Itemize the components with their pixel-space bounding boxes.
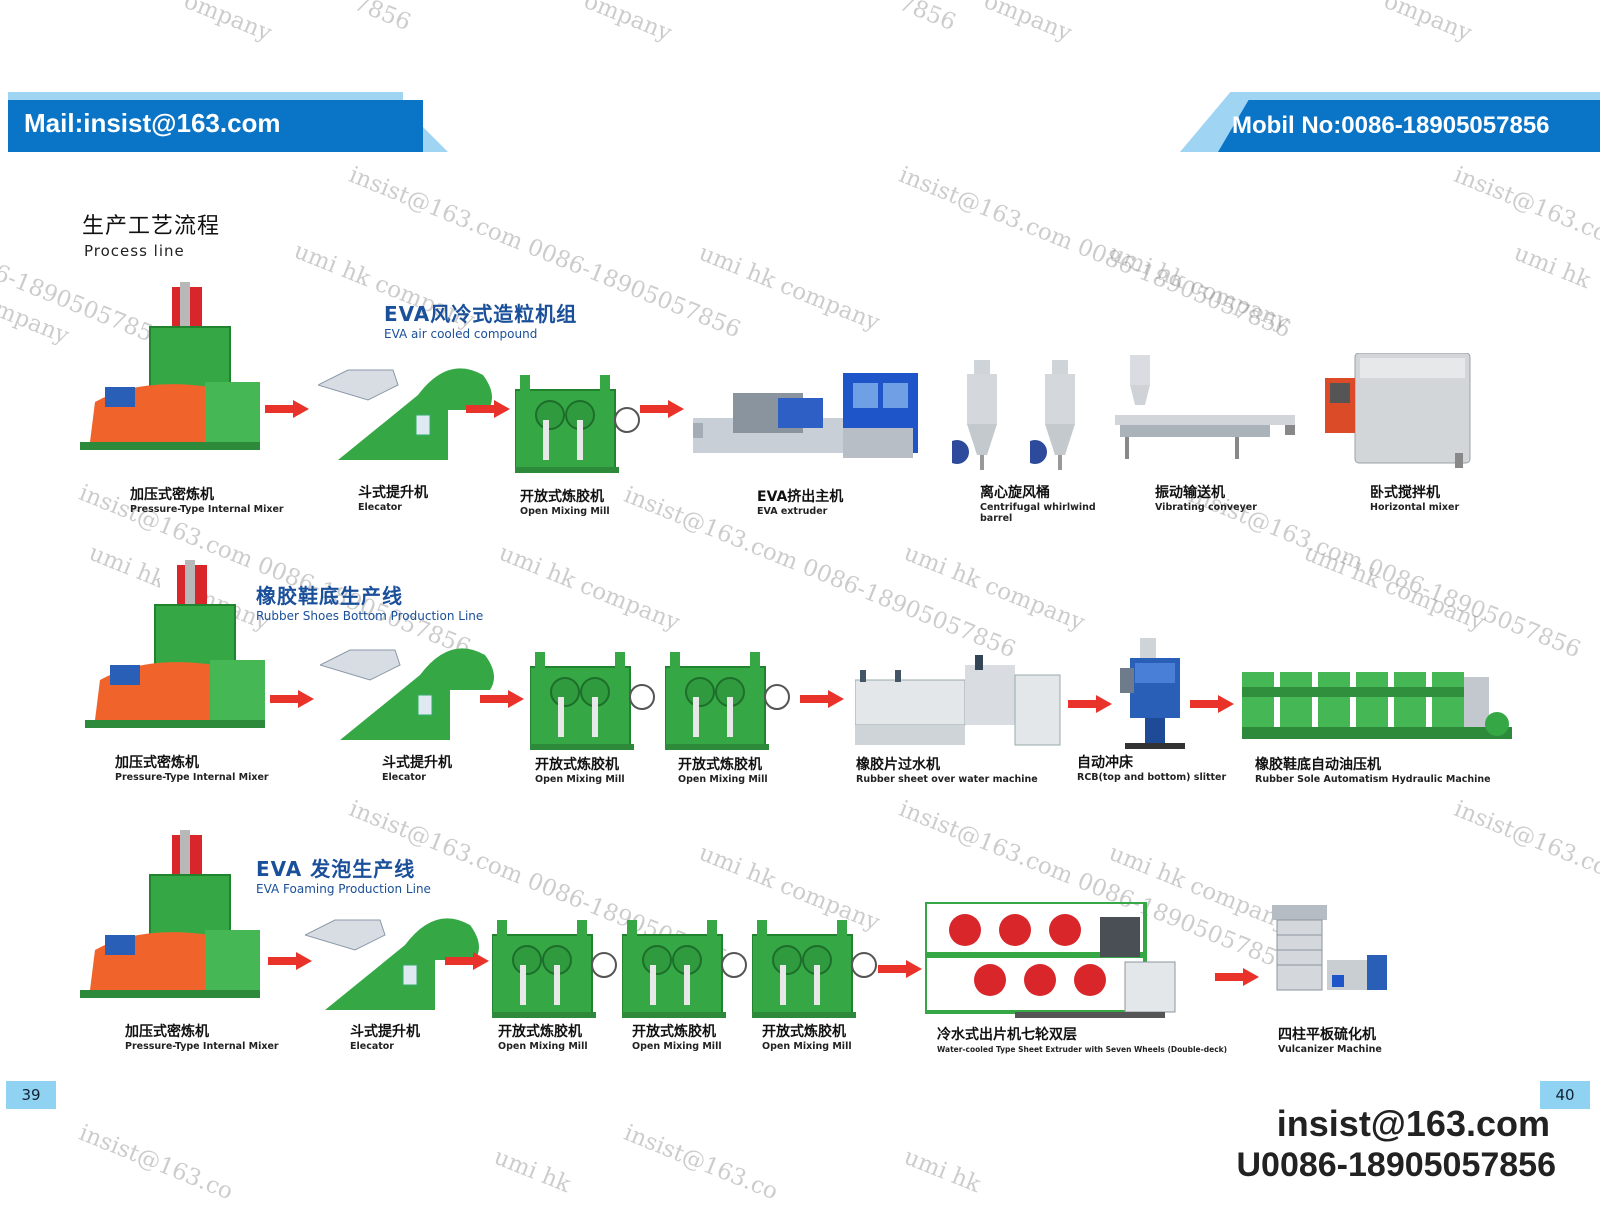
flow-arrow-icon [1068, 695, 1112, 713]
watermark: insist@163.co [1450, 796, 1600, 882]
open-mixing-mill-image [530, 652, 655, 751]
watermark: insist@163.co [1450, 162, 1600, 248]
contact-phone: U0086-18905057856 [1236, 1146, 1556, 1184]
watermark: umi hk company [1300, 540, 1489, 637]
open-mixing-mill-image [665, 652, 790, 751]
watermark: umi hk [900, 1144, 985, 1199]
process-title-en: Process line [84, 242, 185, 260]
watermark: 7856 [895, 0, 960, 37]
internal-mixer-image [80, 282, 261, 451]
water-machine-image [855, 655, 1061, 746]
open-mixing-mill-image [622, 920, 747, 1019]
eva-extruder-image [693, 373, 918, 458]
mail-banner: Mail:insist@163.com [8, 92, 448, 156]
watermark: 7856 [350, 0, 415, 37]
hydraulic-machine-image [1242, 672, 1512, 739]
watermark: umi hk [1510, 240, 1595, 295]
flow-arrow-icon [878, 960, 922, 978]
elevator-image [320, 647, 495, 741]
open-mixing-mill-image [752, 920, 877, 1019]
page-number-right: 40 [1540, 1081, 1590, 1109]
internal-mixer-image [80, 830, 261, 999]
open-mixing-mill-image [515, 375, 640, 474]
line-title-eva-pelletizing: EVA风冷式造粒机组 EVA air cooled compound [384, 302, 578, 341]
watermark: umi hk company [900, 540, 1089, 637]
page-number-left: 39 [6, 1081, 56, 1109]
mail-text: Mail:insist@163.com [24, 108, 281, 138]
flow-arrow-icon [800, 690, 844, 708]
watermark: umi hk company [1105, 240, 1294, 337]
cyclone-barrel-image [952, 360, 997, 470]
watermark: insist@163.co [75, 1120, 237, 1205]
slitter-image [1120, 638, 1185, 749]
watermark: umi hk company [495, 540, 684, 637]
process-title-cn: 生产工艺流程 [82, 214, 221, 239]
open-mixing-mill-image [492, 920, 617, 1019]
watermark: ompany [980, 0, 1076, 47]
watermark: mpany [0, 296, 73, 350]
flow-arrow-icon [640, 400, 684, 418]
watermark: ompany [180, 0, 276, 47]
line-title-eva-foaming: EVA 发泡生产线 EVA Foaming Production Line [256, 857, 431, 896]
flow-arrow-icon [270, 690, 314, 708]
cyclone-barrel-image [1030, 360, 1075, 470]
line-title-rubber-sole: 橡胶鞋底生产线 Rubber Shoes Bottom Production L… [256, 584, 484, 623]
contact-email: insist@163.com [1276, 1103, 1550, 1144]
flow-arrow-icon [265, 400, 309, 418]
horizontal-mixer-image [1325, 353, 1471, 469]
vulcanizer-image [1272, 905, 1388, 991]
flow-arrow-icon [466, 400, 510, 418]
watermark: umi hk company [695, 240, 884, 337]
flow-arrow-icon [480, 690, 524, 708]
watermark: insist@163.com 0086-18905057856 [895, 162, 1295, 344]
internal-mixer-image [85, 560, 266, 729]
flow-arrow-icon [445, 952, 489, 970]
watermark: ompany [580, 0, 676, 47]
mobile-text: Mobil No:0086-18905057856 [1232, 112, 1550, 139]
watermark: insist@163.co [620, 1120, 782, 1205]
mobile-banner: Mobil No:0086-18905057856 [1170, 92, 1600, 156]
sheet-extruder-image [925, 902, 1177, 1020]
watermark: ompany [1380, 0, 1476, 47]
vibrating-conveyer-image [1115, 355, 1295, 459]
watermark: umi hk [490, 1144, 575, 1199]
flow-arrow-icon [1190, 695, 1234, 713]
flow-arrow-icon [1215, 968, 1259, 986]
